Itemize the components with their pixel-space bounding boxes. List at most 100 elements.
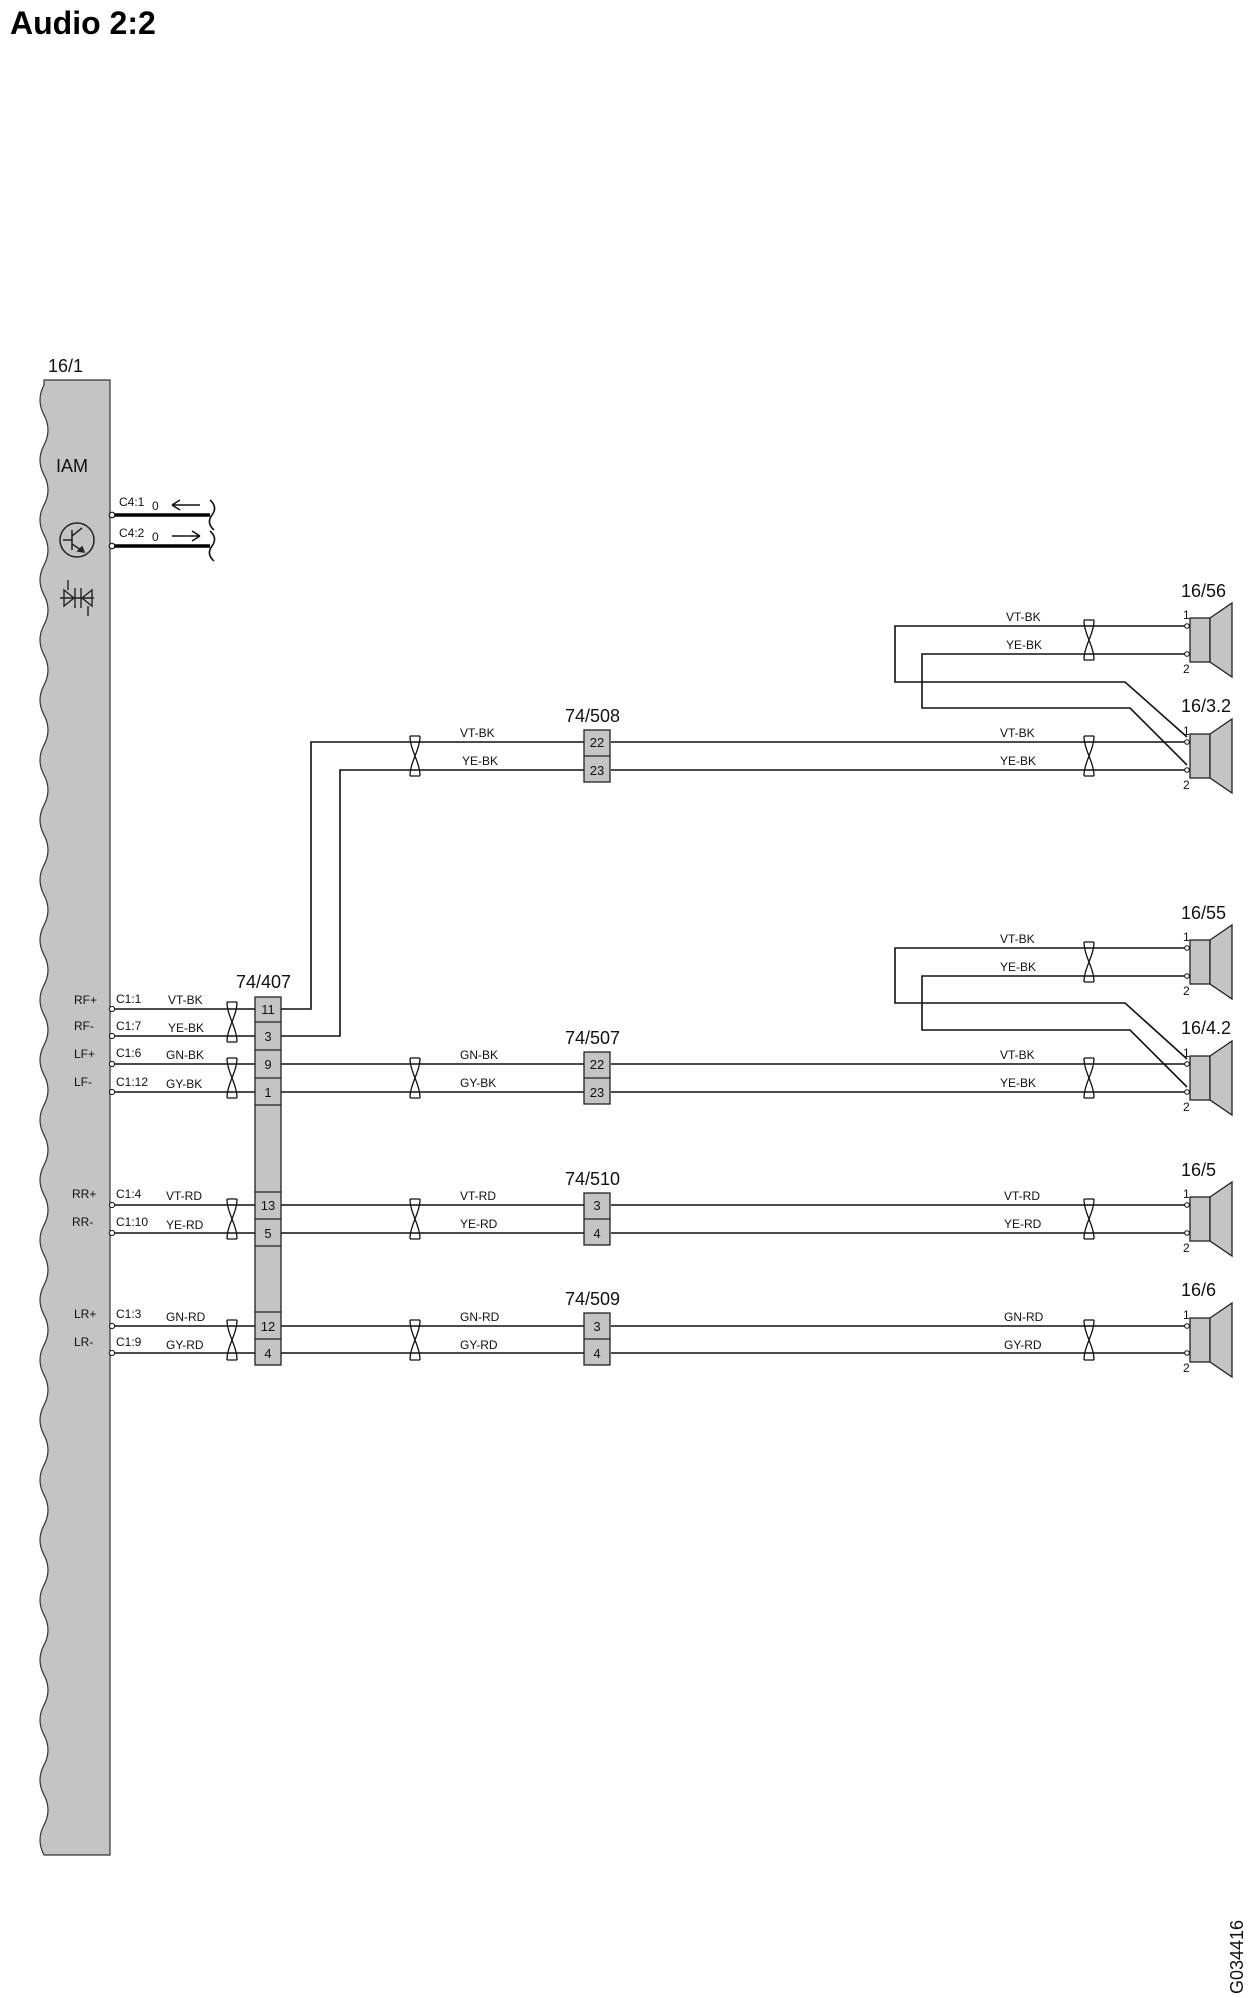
pin-c4-2: C4:2	[119, 526, 145, 540]
pin-c1-12: C1:12	[116, 1075, 148, 1089]
connector-pin: 9	[264, 1057, 271, 1072]
connector-pin: 22	[590, 735, 604, 750]
wire-color-labels: VT-BK YE-BK GN-BK GY-BK VT-RD YE-RD GN-R…	[166, 610, 1044, 1352]
connector-pin: 11	[261, 1002, 275, 1017]
speaker-ref: 16/5	[1181, 1160, 1216, 1180]
wire-label: YE-RD	[460, 1217, 498, 1231]
sig-rf-plus: RF+	[74, 993, 97, 1007]
connector-pin: 3	[593, 1198, 600, 1213]
arrow-out-icon	[172, 530, 201, 542]
speaker-ref: 16/56	[1181, 581, 1226, 601]
wire-label: GY-BK	[166, 1077, 202, 1091]
wire-label: VT-BK	[460, 726, 495, 740]
sig-lf-minus: LF-	[74, 1075, 92, 1089]
speaker-ref: 16/6	[1181, 1280, 1216, 1300]
connector-pin: 3	[593, 1319, 600, 1334]
connector-74-510: 74/510 3 4	[565, 1169, 620, 1246]
c4-2-zero: 0	[152, 530, 159, 544]
wire-label: YE-BK	[462, 754, 498, 768]
connector-pin: 3	[264, 1029, 271, 1044]
connector-ref: 74/507	[565, 1028, 620, 1048]
wire-label: YE-BK	[1000, 960, 1036, 974]
connector-ref: 74/407	[236, 972, 291, 992]
module-pin-labels: RF+ C1:1 RF- C1:7 LF+ C1:6 LF- C1:12 RR+…	[72, 992, 148, 1349]
wire-label: GN-BK	[166, 1048, 204, 1062]
wire-label: VT-BK	[1006, 610, 1041, 624]
sig-lf-plus: LF+	[74, 1047, 95, 1061]
connector-pin: 1	[264, 1085, 271, 1100]
connector-ref: 74/509	[565, 1289, 620, 1309]
wire-label: YE-BK	[168, 1021, 204, 1035]
module-iam: 16/1 IAM	[39, 356, 111, 1856]
speaker-icon	[1189, 939, 1211, 985]
transistor-icon	[59, 522, 95, 558]
arrow-in-icon	[171, 499, 200, 511]
connector-pin: 23	[590, 1085, 604, 1100]
wires	[108, 625, 1188, 1357]
module-ref: 16/1	[48, 356, 83, 376]
pin-c1-10: C1:10	[116, 1215, 148, 1229]
connector-pin: 5	[264, 1226, 271, 1241]
connector-body	[254, 996, 282, 1366]
wire-label: GN-RD	[460, 1310, 500, 1324]
wire-label: VT-BK	[1000, 932, 1035, 946]
speaker-16-5: 16/5 1 2	[1181, 1160, 1233, 1258]
connector-74-507: 74/507 22 23	[565, 1028, 620, 1105]
connector-pin: 23	[590, 763, 604, 778]
wire-label: GY-RD	[460, 1338, 498, 1352]
pin-c4-1: C4:1	[119, 495, 145, 509]
speaker-pin: 1	[1183, 1046, 1190, 1060]
speaker-pin: 2	[1183, 778, 1190, 792]
wire-label: GN-BK	[460, 1048, 498, 1062]
wire-label: GN-RD	[166, 1310, 206, 1324]
speaker-16-4-2: 16/4.2 1 2	[1181, 1018, 1233, 1117]
pin-c1-6: C1:6	[116, 1046, 142, 1060]
sig-rf-minus: RF-	[74, 1019, 94, 1033]
speaker-ref: 16/4.2	[1181, 1018, 1231, 1038]
pin-c1-7: C1:7	[116, 1019, 142, 1033]
break-icon	[208, 530, 216, 562]
pin-c1-9: C1:9	[116, 1335, 142, 1349]
speaker-ref: 16/3.2	[1181, 696, 1231, 716]
sig-rr-plus: RR+	[72, 1187, 96, 1201]
connector-pin: 12	[261, 1319, 275, 1334]
speaker-pin: 1	[1183, 608, 1190, 622]
wire-label: VT-BK	[168, 993, 203, 1007]
module-name: IAM	[56, 456, 88, 476]
figure-id: G034416	[1227, 1920, 1247, 1994]
diodes-icon	[60, 580, 94, 616]
speaker-16-3-2: 16/3.2 1 2	[1181, 696, 1233, 795]
pin-c1-4: C1:4	[116, 1187, 142, 1201]
wire-label: YE-BK	[1000, 754, 1036, 768]
wire-label: VT-RD	[460, 1189, 496, 1203]
connector-pin: 4	[593, 1346, 600, 1361]
pin-c1-1: C1:1	[116, 992, 142, 1006]
speaker-ref: 16/55	[1181, 903, 1226, 923]
speaker-pin: 2	[1183, 1361, 1190, 1375]
wire-label: VT-RD	[1004, 1189, 1040, 1203]
connector-74-509: 74/509 3 4	[565, 1289, 620, 1366]
connector-ref: 74/508	[565, 706, 620, 726]
wire-label: GY-RD	[1004, 1338, 1042, 1352]
speaker-pin: 2	[1183, 984, 1190, 998]
break-icon	[208, 499, 216, 531]
wire-label: GN-RD	[1004, 1310, 1044, 1324]
speaker-icon	[1189, 617, 1211, 663]
page-title: Audio 2:2	[10, 5, 156, 41]
speaker-pin: 1	[1183, 930, 1190, 944]
wire-label: VT-RD	[166, 1189, 202, 1203]
twisted-pair-markers	[226, 619, 1095, 1361]
wire-label: GY-BK	[460, 1076, 496, 1090]
speaker-icon	[1189, 1317, 1211, 1363]
speaker-pin: 1	[1183, 724, 1190, 738]
speaker-16-6: 16/6 1 2	[1181, 1280, 1233, 1379]
connector-74-508: 74/508 22 23	[565, 706, 620, 783]
speaker-pin: 2	[1183, 1100, 1190, 1114]
wire-label: YE-BK	[1000, 1076, 1036, 1090]
sig-lr-minus: LR-	[74, 1335, 93, 1349]
c4-signals: C4:1 0 C4:2 0	[108, 495, 216, 562]
speaker-pin: 1	[1183, 1187, 1190, 1201]
connector-74-407: 74/407 11 3 9 1 13 5 12 4	[236, 972, 291, 1366]
speaker-pin: 1	[1183, 1308, 1190, 1322]
